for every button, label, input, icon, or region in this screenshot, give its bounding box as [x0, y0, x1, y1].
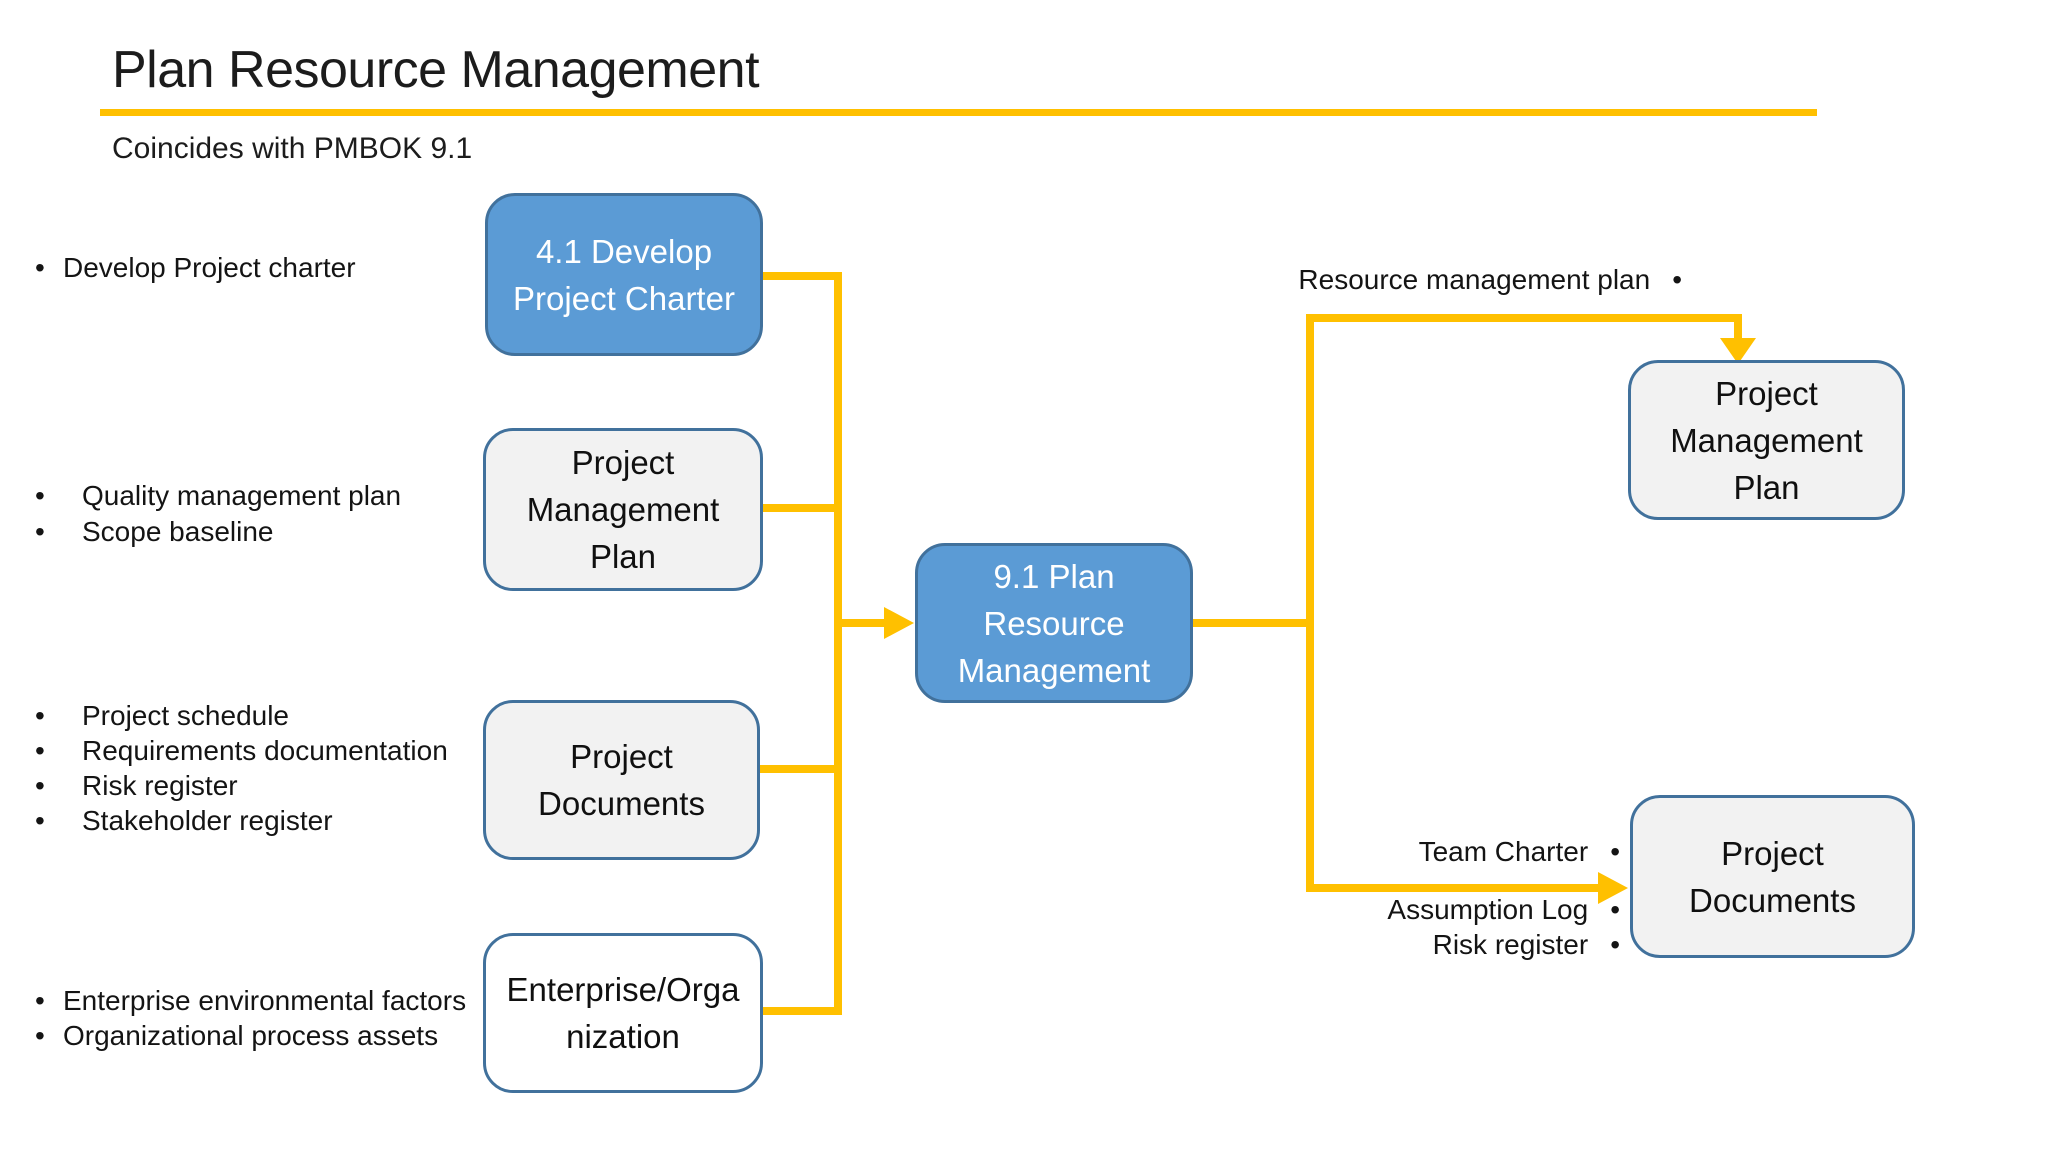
list-item: • Scope baseline [35, 514, 401, 550]
list-item-label: Quality management plan [82, 480, 402, 511]
connector-to-pmp-out-horizontal [1306, 314, 1742, 322]
node-label-line: Project [1715, 374, 1818, 412]
list-item-label: Develop Project charter [63, 252, 356, 283]
node-label-line: Management [526, 491, 720, 528]
list-item: • Enterprise environmental factors [35, 983, 466, 1018]
node-develop-project-charter: 4.1 Develop Project Charter [485, 193, 763, 356]
list-item-label: Enterprise environmental factors [63, 985, 467, 1016]
node-enterprise-organization: Enterprise/Orga nization [483, 933, 763, 1093]
node-label-line: Management [1670, 421, 1863, 459]
output-label-risk-register: Risk register • [1270, 928, 1620, 962]
list-item-label: Project schedule [82, 700, 290, 731]
list-item: • Organizational process assets [35, 1018, 466, 1053]
node-project-documents-input: Project Documents [483, 700, 760, 860]
node-label-line: Management [957, 651, 1151, 689]
node-label-line: Plan [589, 538, 657, 575]
input-list-pmp: • Quality management plan • Scope baseli… [35, 478, 401, 550]
output-label-text: Risk register [1432, 929, 1589, 960]
bullet-marker-icon: • [35, 700, 45, 731]
output-label-assumption-log: Assumption Log • [1270, 893, 1620, 927]
bullet-marker-icon: • [35, 735, 45, 766]
output-label-text: Assumption Log [1387, 894, 1589, 925]
list-item: • Quality management plan [35, 478, 401, 514]
node-label-line: Project [571, 444, 675, 481]
input-list-docs: • Project schedule • Requirements docume… [35, 698, 448, 838]
node-label-line: Project [570, 738, 673, 775]
output-label-text: Resource management plan [1298, 264, 1651, 295]
connector-process-to-right-trunk [1193, 619, 1314, 627]
bullet-marker-icon: • [1610, 894, 1620, 925]
bullet-marker-icon: • [35, 805, 45, 836]
arrowhead-into-pmp-out-icon [1720, 338, 1756, 364]
arrowhead-into-docs-out-icon [1598, 872, 1628, 904]
node-project-management-plan-output: Project Management Plan [1628, 360, 1905, 520]
connector-eef-to-trunk [763, 1007, 842, 1015]
list-item-label: Stakeholder register [82, 805, 333, 836]
bullet-marker-icon: • [35, 516, 45, 547]
connector-pmp-in-to-trunk [763, 504, 842, 512]
output-label-resource-management-plan: Resource management plan • [1230, 263, 1682, 297]
bullet-marker-icon: • [1610, 929, 1620, 960]
list-item-label: Scope baseline [82, 516, 274, 547]
output-label-text: Team Charter [1418, 836, 1589, 867]
list-item: • Requirements documentation [35, 733, 448, 768]
list-item-label: Organizational process assets [63, 1020, 439, 1051]
node-label-line: Plan [1733, 468, 1800, 506]
connector-to-pmp-out-vertical [1734, 314, 1742, 342]
node-label-line: nization [566, 1018, 680, 1055]
node-project-documents-output: Project Documents [1630, 795, 1915, 958]
connector-develop-charter-to-trunk [763, 272, 842, 280]
node-label-line: Resource [983, 604, 1125, 642]
list-item: • Stakeholder register [35, 803, 448, 838]
connector-right-trunk [1306, 314, 1314, 892]
bullet-marker-icon: • [35, 770, 45, 801]
node-label-line: 4.1 Develop [535, 232, 713, 270]
node-plan-resource-management: 9.1 Plan Resource Management [915, 543, 1193, 703]
bullet-marker-icon: • [35, 480, 45, 511]
page-title: Plan Resource Management [112, 41, 760, 99]
node-label-line: 9.1 Plan [993, 557, 1115, 595]
node-label-line: Project Charter [513, 279, 735, 317]
title-underline [100, 109, 1817, 116]
connector-docs-in-to-trunk [758, 765, 842, 773]
output-label-team-charter: Team Charter • [1270, 835, 1620, 869]
node-label-line: Project [1721, 834, 1824, 872]
connector-trunk-to-process [842, 619, 890, 627]
list-item: • Develop Project charter [35, 251, 356, 285]
bullet-marker-icon: • [1610, 836, 1620, 867]
list-item-label: Requirements documentation [82, 735, 448, 766]
bullet-marker-icon: • [1672, 264, 1682, 295]
node-label-line: Documents [538, 785, 705, 822]
page-subtitle: Coincides with PMBOK 9.1 [112, 132, 473, 165]
bullet-marker-icon: • [35, 252, 45, 283]
arrowhead-into-process-icon [884, 607, 914, 639]
list-item-label: Risk register [82, 770, 238, 801]
bullet-marker-icon: • [35, 1020, 45, 1051]
list-item: • Project schedule [35, 698, 448, 733]
list-item: • Risk register [35, 768, 448, 803]
connector-to-docs-out [1306, 884, 1602, 892]
node-label-line: Documents [1689, 881, 1856, 919]
node-label-line: Enterprise/Orga [506, 971, 740, 1008]
input-list-eef: • Enterprise environmental factors • Org… [35, 983, 466, 1053]
node-project-management-plan-input: Project Management Plan [483, 428, 763, 591]
input-list-develop-charter: • Develop Project charter [35, 251, 356, 285]
bullet-marker-icon: • [35, 985, 45, 1016]
connector-left-trunk [834, 272, 842, 1015]
